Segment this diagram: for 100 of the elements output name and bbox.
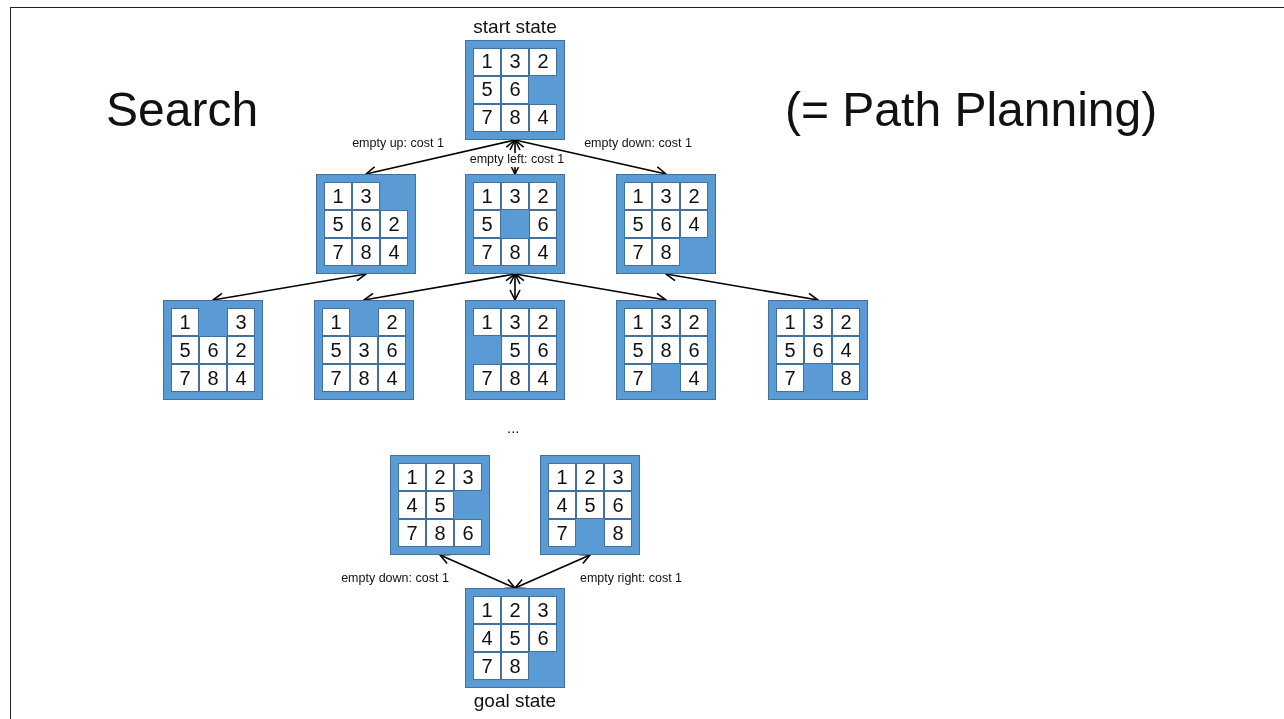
puzzle-tile: 1 [776, 308, 804, 336]
puzzle-tile: 1 [473, 596, 501, 624]
puzzle-tile: 1 [624, 182, 652, 210]
puzzle-tile: 4 [529, 364, 557, 392]
edge-label: empty right: cost 1 [578, 572, 684, 586]
puzzle-tile: 3 [652, 308, 680, 336]
puzzle-tile: 2 [680, 182, 708, 210]
puzzle-tile: 8 [426, 519, 454, 547]
puzzle-tile: 2 [529, 47, 557, 76]
puzzle-tile: 6 [529, 624, 557, 652]
puzzle-tile: 5 [624, 210, 652, 238]
puzzle-tile: 8 [501, 364, 529, 392]
arrow [439, 553, 516, 590]
slide-title: Search [106, 84, 259, 137]
puzzle-tile: 3 [501, 47, 529, 76]
puzzle-tile: 7 [171, 364, 199, 392]
puzzle-tile: 4 [832, 336, 860, 364]
puzzle-tile: 2 [380, 210, 408, 238]
puzzle-tile: 4 [529, 103, 557, 132]
puzzle-tile: 6 [501, 75, 529, 104]
puzzle-tile: 6 [352, 210, 380, 238]
puzzle-tile: 5 [624, 336, 652, 364]
puzzle-tile: 4 [548, 491, 576, 519]
puzzle-tile: 4 [680, 364, 708, 392]
puzzle-tile: 2 [501, 596, 529, 624]
puzzle-tile: 5 [473, 210, 501, 238]
puzzle-tile: 8 [652, 336, 680, 364]
puzzle-tile: 6 [529, 210, 557, 238]
puzzle-tile: 8 [604, 519, 632, 547]
puzzle-tile: 1 [322, 308, 350, 336]
puzzle-tile: 8 [501, 103, 529, 132]
puzzle-tile: 1 [324, 182, 352, 210]
board-heading: goal state [473, 690, 557, 712]
puzzle-tile: 3 [804, 308, 832, 336]
puzzle-tile: 6 [378, 336, 406, 364]
puzzle-tile: 4 [529, 238, 557, 266]
puzzle-tile: 6 [604, 491, 632, 519]
puzzle-tile: 1 [171, 308, 199, 336]
puzzle-tile: 7 [324, 238, 352, 266]
puzzle-tile: 5 [426, 491, 454, 519]
puzzle-tile: 1 [473, 308, 501, 336]
puzzle-tile: 4 [227, 364, 255, 392]
edge-label: empty down: cost 1 [340, 572, 450, 586]
puzzle-tile: 5 [776, 336, 804, 364]
puzzle-tile: 2 [576, 463, 604, 491]
puzzle-tile: 8 [199, 364, 227, 392]
puzzle-tile: 7 [398, 519, 426, 547]
puzzle-tile: 1 [624, 308, 652, 336]
puzzle-tile: 7 [473, 238, 501, 266]
puzzle-tile: 2 [680, 308, 708, 336]
puzzle-tile: 3 [227, 308, 255, 336]
puzzle-tile: 7 [322, 364, 350, 392]
puzzle-tile: 1 [473, 47, 501, 76]
puzzle-tile: 4 [473, 624, 501, 652]
puzzle-tile: 2 [426, 463, 454, 491]
puzzle-tile: 4 [378, 364, 406, 392]
puzzle-tile: 5 [501, 624, 529, 652]
puzzle-tile: 7 [473, 103, 501, 132]
edge-label: empty up: cost 1 [351, 137, 445, 151]
puzzle-tile: 6 [680, 336, 708, 364]
puzzle-tile: 3 [454, 463, 482, 491]
puzzle-tile: 8 [501, 652, 529, 680]
puzzle-tile: 1 [398, 463, 426, 491]
puzzle-tile: 3 [501, 182, 529, 210]
puzzle-tile: 2 [529, 182, 557, 210]
puzzle-tile: 8 [501, 238, 529, 266]
puzzle-tile: 5 [324, 210, 352, 238]
arrow [509, 273, 521, 301]
puzzle-tile: 4 [398, 491, 426, 519]
ellipsis-text: ... [507, 420, 520, 437]
puzzle-tile: 6 [199, 336, 227, 364]
puzzle-tile: 5 [501, 336, 529, 364]
puzzle-tile: 7 [624, 238, 652, 266]
puzzle-tile: 3 [529, 596, 557, 624]
puzzle-tile: 1 [548, 463, 576, 491]
puzzle-tile: 7 [776, 364, 804, 392]
subtitle-text: (= Path Planning) [785, 84, 1158, 137]
puzzle-tile: 3 [652, 182, 680, 210]
puzzle-tile: 2 [378, 308, 406, 336]
puzzle-tile: 5 [576, 491, 604, 519]
puzzle-tile: 4 [380, 238, 408, 266]
puzzle-tile: 7 [624, 364, 652, 392]
puzzle-tile: 7 [473, 364, 501, 392]
puzzle-tile: 2 [227, 336, 255, 364]
puzzle-tile: 5 [322, 336, 350, 364]
puzzle-tile: 8 [350, 364, 378, 392]
puzzle-tile: 6 [652, 210, 680, 238]
puzzle-tile: 7 [473, 652, 501, 680]
puzzle-tile: 2 [529, 308, 557, 336]
puzzle-tile: 7 [548, 519, 576, 547]
puzzle-tile: 6 [454, 519, 482, 547]
puzzle-tile: 3 [352, 182, 380, 210]
puzzle-tile: 3 [501, 308, 529, 336]
edge-label: empty down: cost 1 [583, 137, 693, 151]
puzzle-tile: 3 [604, 463, 632, 491]
puzzle-tile: 5 [171, 336, 199, 364]
puzzle-tile: 3 [350, 336, 378, 364]
puzzle-tile: 6 [529, 336, 557, 364]
puzzle-tile: 6 [804, 336, 832, 364]
puzzle-tile: 8 [832, 364, 860, 392]
